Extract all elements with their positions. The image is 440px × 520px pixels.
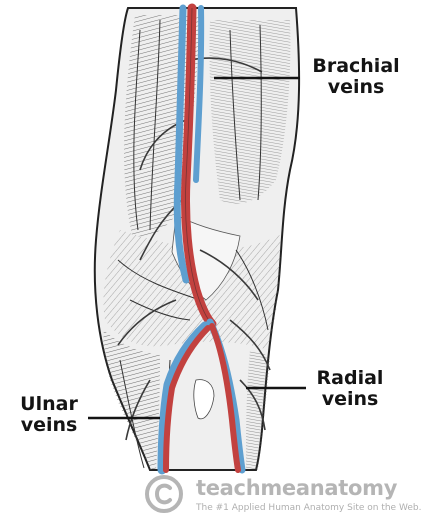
radial-label-line1: Radial	[316, 367, 384, 389]
forearm-left-shading	[103, 330, 160, 470]
watermark-tagline: The #1 Applied Human Anatomy Site on the…	[196, 503, 422, 513]
ulnar-veins-label: Ulnar veins	[14, 394, 84, 436]
watermark-brand: teachmeanatomy	[196, 476, 398, 500]
brachial-vein-right	[193, 5, 205, 183]
tendon-gap	[193, 379, 215, 420]
radial-artery	[209, 323, 241, 473]
ulnar-label-line2: veins	[20, 414, 78, 436]
brachial-veins-label: Brachial veins	[306, 56, 406, 98]
brachialis-shading	[209, 20, 291, 204]
brachial-label-line2: veins	[327, 76, 385, 98]
ulnar-label-line1: Ulnar	[20, 393, 78, 415]
brachial-label-line1: Brachial	[312, 55, 400, 77]
radial-veins-label: Radial veins	[310, 368, 390, 410]
copyright-icon	[145, 475, 183, 513]
brachial-artery-outline	[185, 7, 213, 325]
ulnar-artery	[163, 325, 211, 473]
ulnar-vein	[157, 321, 210, 475]
watermark: teachmeanatomy The #1 Applied Human Anat…	[144, 474, 434, 518]
forearm-right-shading	[246, 350, 270, 470]
radial-label-line2: veins	[321, 388, 379, 410]
brachial-vein-left	[173, 4, 190, 284]
